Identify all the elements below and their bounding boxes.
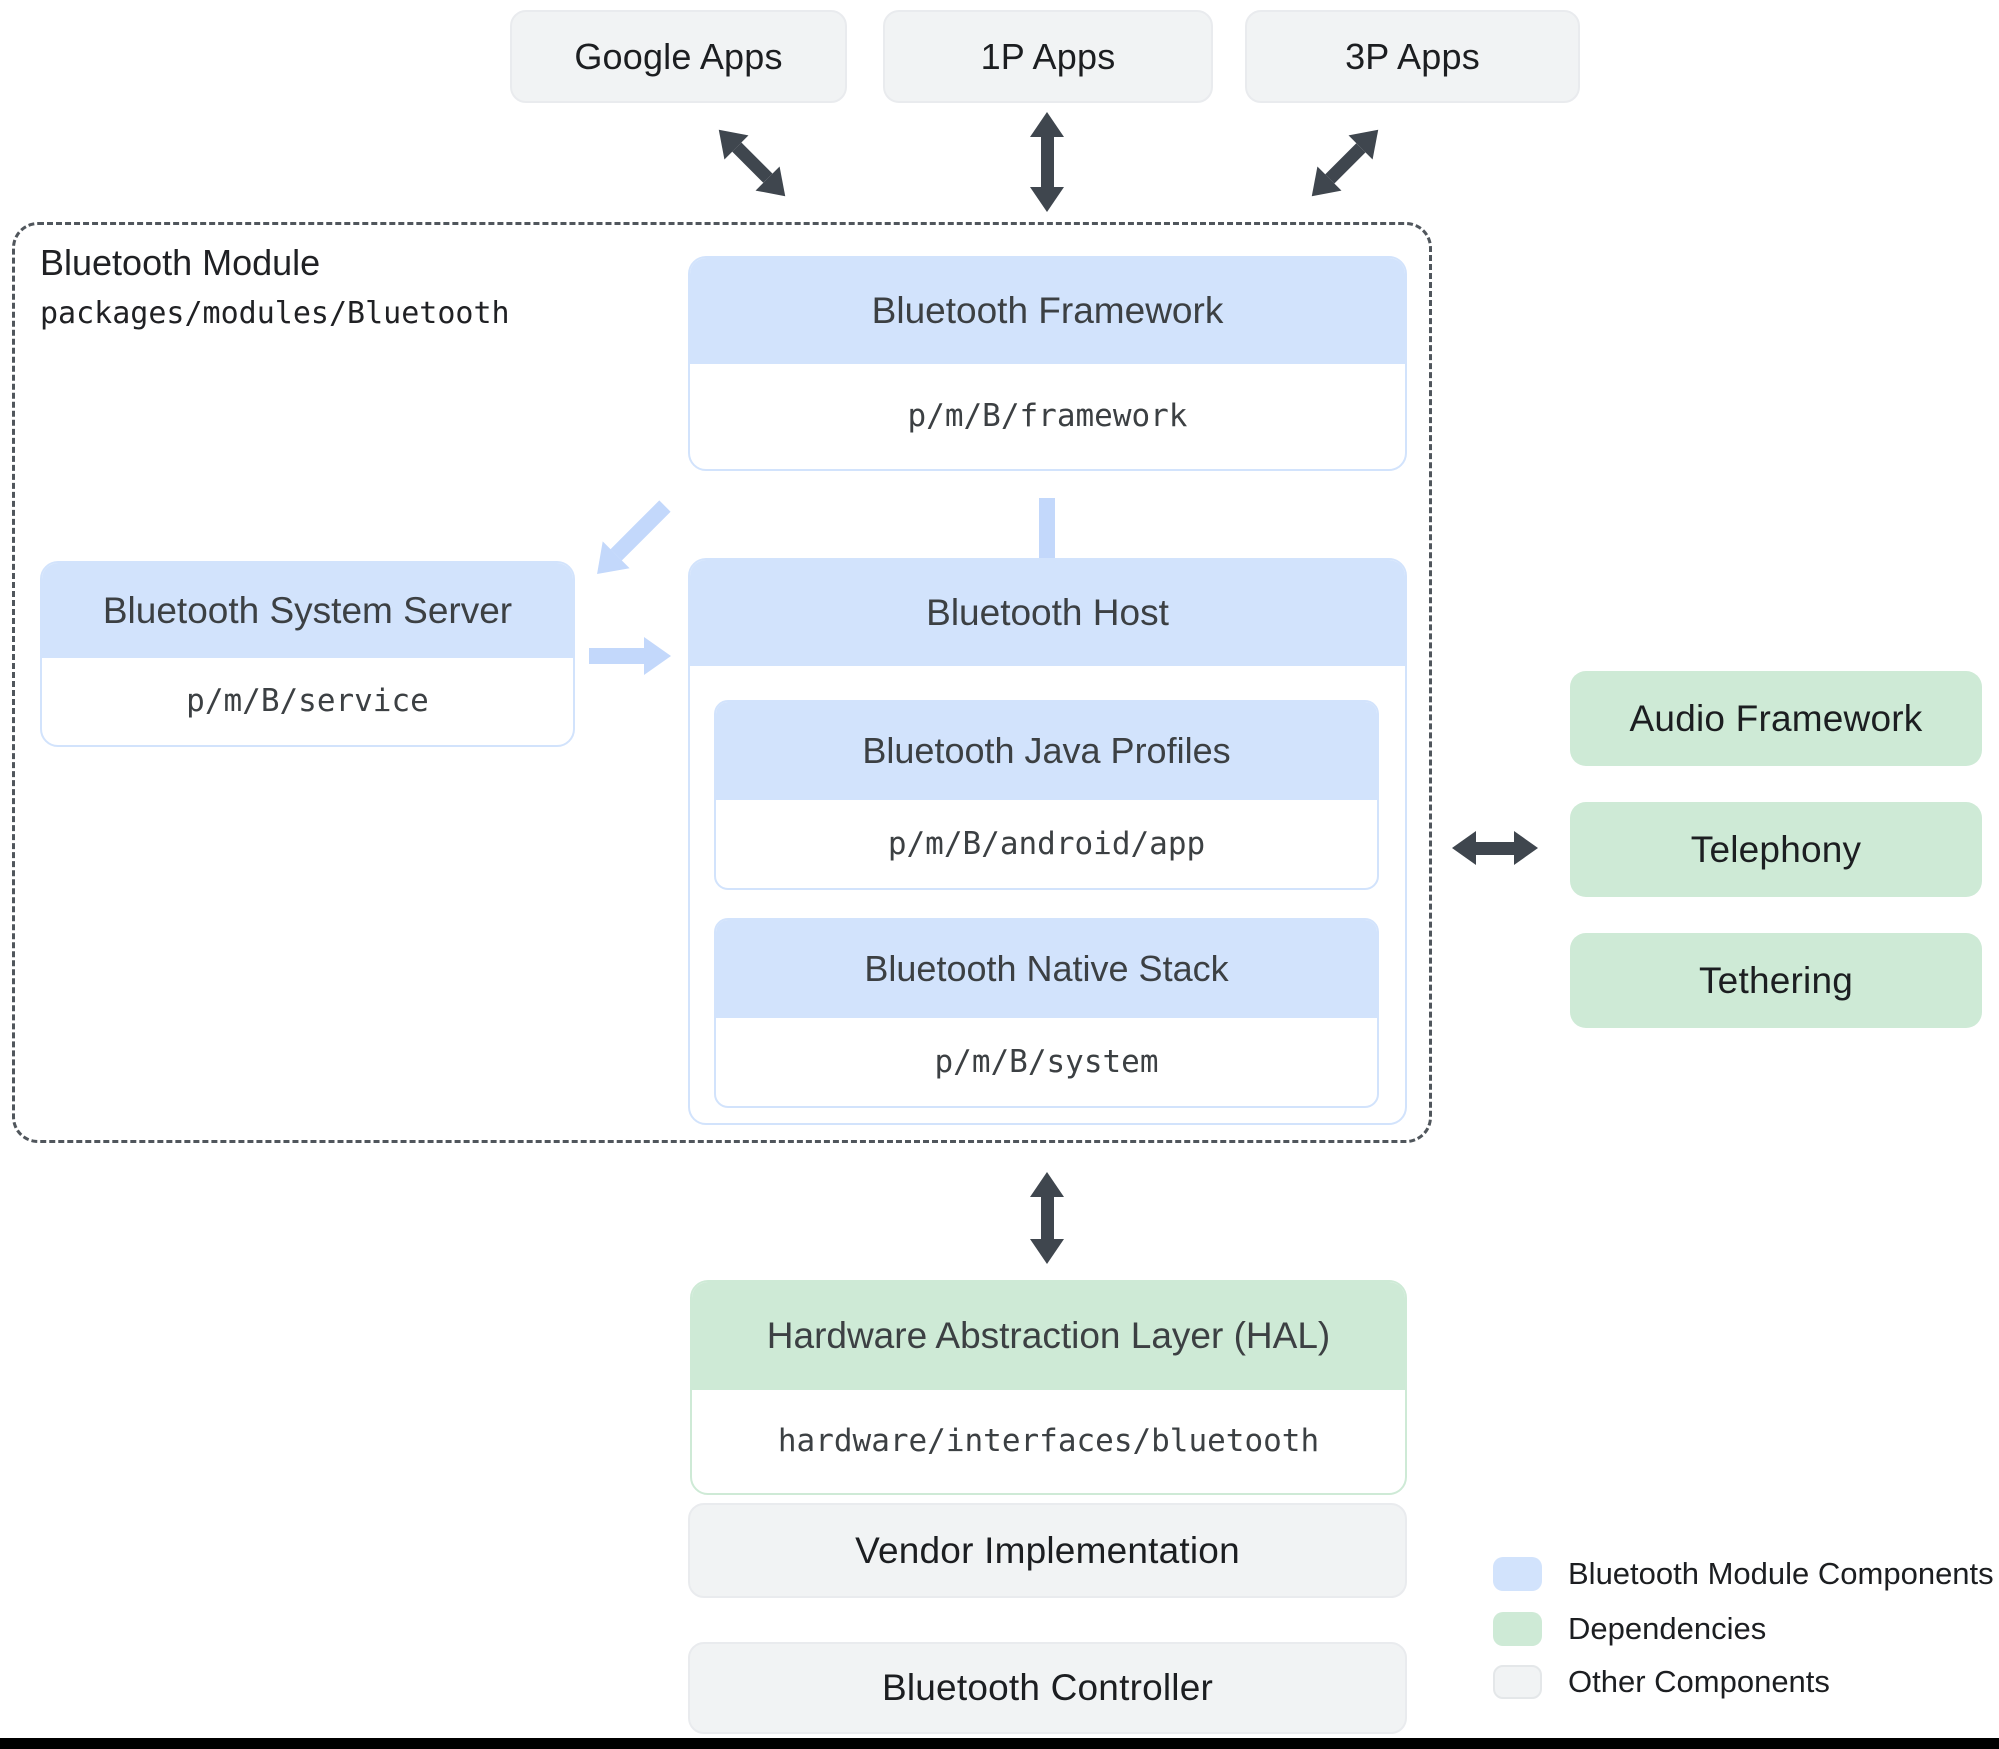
arrow-shaft bbox=[1040, 137, 1054, 187]
arrow-shaft bbox=[1476, 841, 1514, 855]
google-apps-box: Google Apps bbox=[510, 10, 847, 103]
hal-body: hardware/interfaces/bluetooth bbox=[692, 1390, 1405, 1492]
first-party-apps-bidirectional-arrow-icon bbox=[1030, 112, 1064, 212]
arrow-head-icon bbox=[1030, 112, 1064, 137]
arrow-head-icon bbox=[1030, 187, 1064, 212]
first-party-apps-box: 1P Apps bbox=[883, 10, 1213, 103]
arrow-shaft bbox=[589, 648, 644, 664]
bluetooth-module-title: Bluetooth Module bbox=[40, 242, 321, 283]
hal-panel: Hardware Abstraction Layer (HAL) hardwar… bbox=[690, 1280, 1407, 1495]
telephony-label: Telephony bbox=[1690, 828, 1862, 870]
bluetooth-native-stack-header: Bluetooth Native Stack bbox=[716, 920, 1377, 1018]
legend-swatch-gray bbox=[1493, 1665, 1542, 1699]
audio-framework-label: Audio Framework bbox=[1629, 697, 1923, 739]
arrow-head-icon bbox=[1452, 831, 1476, 865]
bluetooth-host-header: Bluetooth Host bbox=[690, 560, 1405, 666]
bluetooth-java-profiles-title: Bluetooth Java Profiles bbox=[862, 730, 1231, 771]
arrow-shaft bbox=[1039, 498, 1055, 561]
legend-swatch-blue bbox=[1493, 1557, 1542, 1591]
legend-label: Dependencies bbox=[1568, 1611, 1767, 1646]
third-party-apps-label: 3P Apps bbox=[1345, 35, 1480, 77]
bluetooth-system-server-title: Bluetooth System Server bbox=[102, 589, 513, 631]
third-party-apps-bidirectional-arrow-icon bbox=[1299, 117, 1391, 209]
bluetooth-module-container bbox=[12, 222, 1432, 1143]
bluetooth-java-profiles-body: p/m/B/android/app bbox=[716, 800, 1377, 888]
bluetooth-java-profiles-header: Bluetooth Java Profiles bbox=[716, 702, 1377, 800]
arrow-shaft bbox=[1324, 142, 1366, 184]
bluetooth-native-stack-panel: Bluetooth Native Stack p/m/B/system bbox=[714, 918, 1379, 1108]
bluetooth-system-server-path: p/m/B/service bbox=[186, 683, 429, 719]
hal-path: hardware/interfaces/bluetooth bbox=[777, 1423, 1320, 1459]
bluetooth-system-server-body: p/m/B/service bbox=[42, 658, 573, 744]
legend-swatch-green bbox=[1493, 1612, 1542, 1646]
bluetooth-controller-label: Bluetooth Controller bbox=[881, 1667, 1214, 1708]
arrow-head-icon bbox=[1514, 831, 1538, 865]
bluetooth-native-stack-body: p/m/B/system bbox=[716, 1018, 1377, 1106]
google-apps-bidirectional-arrow-icon bbox=[706, 117, 798, 209]
first-party-apps-label: 1P Apps bbox=[980, 35, 1116, 77]
vendor-implementation-label: Vendor Implementation bbox=[855, 1529, 1240, 1571]
third-party-apps-box: 3P Apps bbox=[1245, 10, 1580, 103]
system-server-to-host-arrow-icon bbox=[589, 637, 671, 675]
bluetooth-framework-header: Bluetooth Framework bbox=[690, 258, 1405, 364]
google-apps-label: Google Apps bbox=[574, 35, 783, 77]
arrow-head-icon bbox=[1030, 1172, 1064, 1197]
bluetooth-framework-body: p/m/B/framework bbox=[690, 364, 1405, 468]
bluetooth-java-profiles-path: p/m/B/android/app bbox=[887, 826, 1206, 862]
audio-framework-box: Audio Framework bbox=[1570, 671, 1982, 766]
module-to-dependencies-bidirectional-arrow-icon bbox=[1452, 831, 1538, 865]
arrow-shaft bbox=[1040, 1197, 1054, 1239]
telephony-box: Telephony bbox=[1570, 802, 1982, 897]
bluetooth-controller-box: Bluetooth Controller bbox=[688, 1642, 1407, 1734]
bluetooth-framework-panel: Bluetooth Framework p/m/B/framework bbox=[688, 256, 1407, 471]
bluetooth-framework-title: Bluetooth Framework bbox=[871, 290, 1224, 331]
bluetooth-native-stack-title: Bluetooth Native Stack bbox=[864, 948, 1229, 989]
tethering-label: Tethering bbox=[1698, 959, 1853, 1001]
screen-bottom-edge bbox=[0, 1738, 1999, 1749]
bluetooth-native-stack-path: p/m/B/system bbox=[934, 1044, 1159, 1080]
bluetooth-java-profiles-panel: Bluetooth Java Profiles p/m/B/android/ap… bbox=[714, 700, 1379, 890]
bluetooth-host-panel: Bluetooth Host Bluetooth Java Profiles p… bbox=[688, 558, 1407, 1125]
legend-item-other-components: Other Components bbox=[1493, 1664, 1830, 1700]
arrow-head-icon bbox=[644, 637, 671, 675]
hal-title: Hardware Abstraction Layer (HAL) bbox=[766, 1315, 1331, 1356]
bluetooth-host-title: Bluetooth Host bbox=[926, 592, 1169, 633]
bluetooth-system-server-panel: Bluetooth System Server p/m/B/service bbox=[40, 561, 575, 747]
legend-item-dependencies: Dependencies bbox=[1493, 1611, 1766, 1647]
bluetooth-system-server-header: Bluetooth System Server bbox=[42, 563, 573, 658]
legend-label: Other Components bbox=[1568, 1664, 1830, 1699]
module-to-hal-bidirectional-arrow-icon bbox=[1030, 1172, 1064, 1264]
hal-header: Hardware Abstraction Layer (HAL) bbox=[692, 1282, 1405, 1390]
bluetooth-framework-path: p/m/B/framework bbox=[907, 398, 1188, 434]
arrow-shaft bbox=[731, 142, 773, 184]
tethering-box: Tethering bbox=[1570, 933, 1982, 1028]
vendor-implementation-box: Vendor Implementation bbox=[688, 1503, 1407, 1598]
legend-item-module-components: Bluetooth Module Components bbox=[1493, 1556, 1994, 1592]
bluetooth-module-path: packages/modules/Bluetooth bbox=[40, 296, 510, 331]
legend-label: Bluetooth Module Components bbox=[1568, 1556, 1994, 1591]
arrow-head-icon bbox=[1030, 1239, 1064, 1264]
